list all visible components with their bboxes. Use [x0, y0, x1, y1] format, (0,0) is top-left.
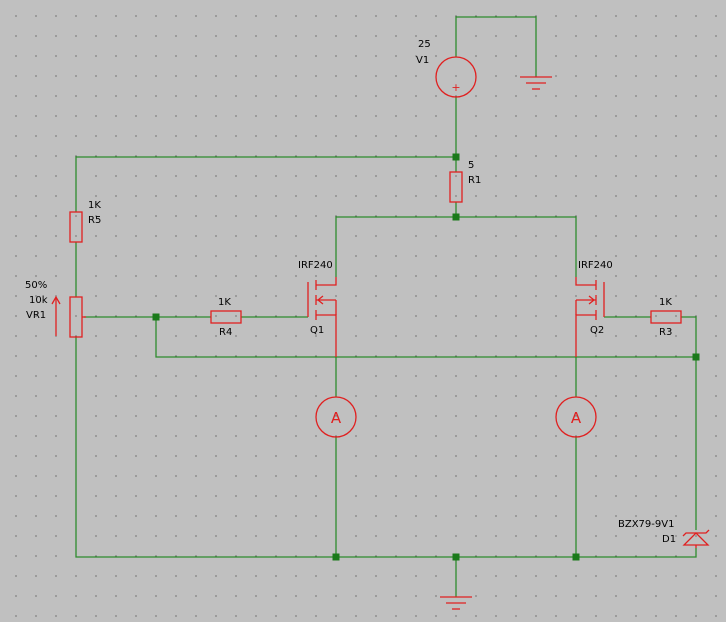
resistor-r1[interactable]: 5 R1 [449, 160, 481, 203]
wire-top-rail[interactable] [75, 156, 456, 212]
resistor-icon [650, 310, 682, 324]
wire-r3-right[interactable] [681, 316, 697, 357]
r1-value: 5 [468, 160, 474, 171]
potentiometer-vr1[interactable]: 50% 10k VR1 [25, 280, 86, 338]
v1-value: 25 [418, 39, 431, 50]
resistor-r5[interactable]: 1K R5 [69, 200, 101, 243]
ground-icon [520, 76, 552, 90]
resistor-icon [449, 171, 463, 203]
junctions [152, 153, 700, 561]
ammeter-left-symbol: A [331, 409, 342, 427]
vr1-value: 10k [29, 295, 48, 306]
d1-ref: D1 [662, 534, 676, 545]
q2-part: IRF240 [578, 260, 613, 271]
resistor-r4[interactable]: 1K R4 [210, 297, 242, 338]
ammeter-icon [315, 396, 357, 438]
wiper-arrow-icon [51, 295, 61, 336]
ground-top[interactable] [520, 76, 552, 90]
mosfet-icon [307, 277, 337, 357]
wire-v1-top[interactable] [455, 16, 537, 76]
junction-wiper[interactable] [152, 313, 160, 321]
ammeter-right[interactable]: A [555, 396, 597, 438]
zener-diode-icon [682, 529, 710, 548]
ground-icon [440, 596, 472, 610]
r1-ref: R1 [468, 175, 481, 186]
resistor-r3[interactable]: 1K R3 [650, 297, 682, 338]
r5-value: 1K [88, 200, 101, 211]
voltage-source-icon [435, 56, 477, 98]
r4-value: 1K [218, 297, 231, 308]
r5-ref: R5 [88, 215, 101, 226]
q1-ref: Q1 [310, 325, 324, 336]
resistor-icon [69, 211, 83, 243]
wires [75, 16, 697, 597]
junction-top[interactable] [452, 153, 460, 161]
vr1-ref: VR1 [26, 310, 46, 321]
junction-ground-left[interactable] [332, 553, 340, 561]
junction-ground-right[interactable] [572, 553, 580, 561]
mosfet-icon [575, 277, 605, 357]
r3-ref: R3 [659, 327, 672, 338]
q1-part: IRF240 [298, 260, 333, 271]
zener-diode-d1[interactable]: BZX79-9V1 D1 [618, 519, 710, 548]
d1-part: BZX79-9V1 [618, 519, 674, 530]
resistor-icon [210, 310, 242, 324]
ammeter-right-symbol: A [571, 409, 582, 427]
v1-ref: V1 [416, 55, 429, 66]
vr1-percent: 50% [25, 280, 47, 291]
r3-value: 1K [659, 297, 672, 308]
mosfet-q2[interactable]: IRF240 Q2 [575, 260, 613, 357]
mosfet-q1[interactable]: IRF240 Q1 [298, 260, 337, 357]
junction-ground-mid[interactable] [452, 553, 460, 561]
wire-feedback[interactable] [155, 317, 696, 358]
junction-feedback-right[interactable] [692, 353, 700, 361]
v1-plus-symbol: + [451, 81, 460, 94]
q2-ref: Q2 [590, 325, 604, 336]
r4-ref: R4 [219, 327, 232, 338]
ground-bottom[interactable] [440, 596, 472, 610]
wire-vr1-ground[interactable] [75, 337, 697, 558]
junction-drain[interactable] [452, 213, 460, 221]
ammeter-icon [555, 396, 597, 438]
voltage-source-v1[interactable]: + 25 V1 [416, 39, 477, 98]
ammeter-left[interactable]: A [315, 396, 357, 438]
